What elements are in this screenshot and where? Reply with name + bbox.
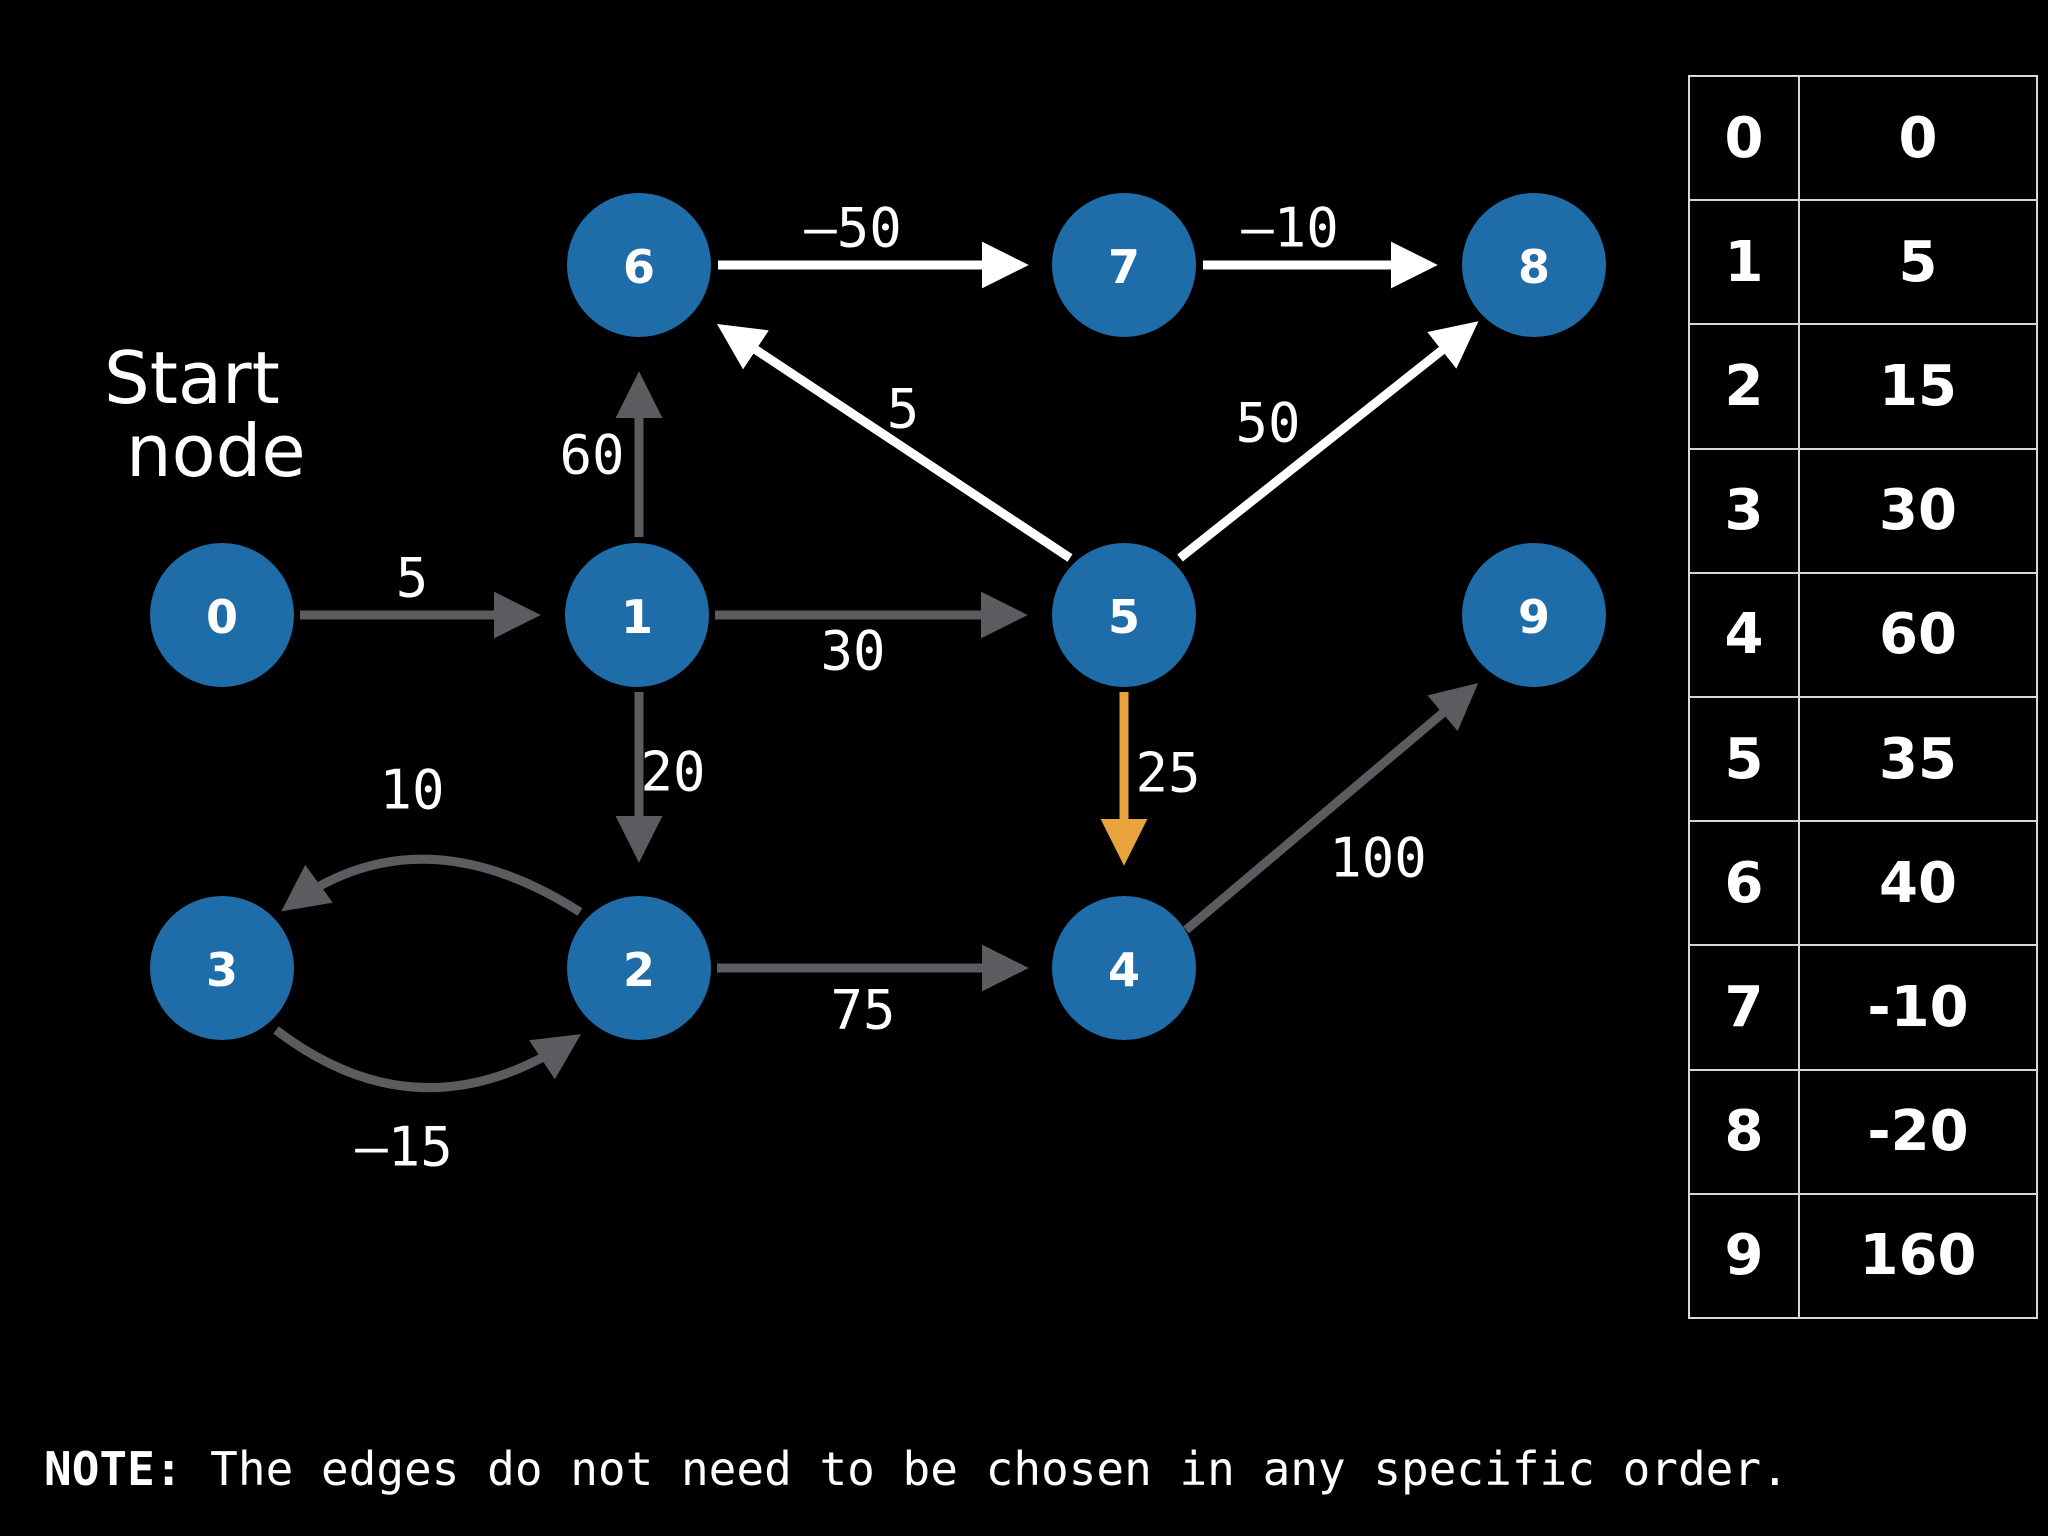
- edge-label-1-6: 60: [559, 424, 624, 487]
- node-0[interactable]: 0: [150, 543, 294, 687]
- node-9-circle[interactable]: [1462, 543, 1606, 687]
- table-cell-dist-5: 35: [1798, 695, 2038, 823]
- table-cell-dist-1: 5: [1798, 199, 2038, 326]
- node-7-label: 7: [1108, 240, 1140, 294]
- edge-label-0-1: 5: [396, 547, 429, 610]
- table-cell-dist-2: 15: [1798, 323, 2038, 450]
- node-2-label: 2: [623, 943, 655, 997]
- table-row: 8 -20: [1688, 1068, 2038, 1195]
- nodes-layer: 0 1 2 3 4 5 6: [150, 193, 1606, 1040]
- edge-label-4-9: 100: [1329, 827, 1427, 890]
- table-row: 9 160: [1688, 1192, 2038, 1319]
- edge-5-8: [1177, 321, 1479, 562]
- node-8[interactable]: 8: [1462, 193, 1606, 337]
- node-4-label: 4: [1108, 943, 1140, 997]
- node-9-label: 9: [1518, 590, 1550, 644]
- footer-note-text: The edges do not need to be chosen in an…: [182, 1442, 1789, 1496]
- node-6-label: 6: [623, 240, 655, 294]
- table-row: 2 15: [1688, 323, 2038, 450]
- table-cell-node-7: 7: [1688, 944, 1800, 1071]
- node-2-circle[interactable]: [567, 896, 711, 1040]
- footer-note-prefix: NOTE:: [44, 1442, 183, 1496]
- table-row: 7 -10: [1688, 944, 2038, 1071]
- table-cell-dist-6: 40: [1798, 820, 2038, 947]
- start-node-line2: node: [126, 409, 306, 494]
- table-cell-dist-8: -20: [1798, 1068, 2038, 1195]
- distance-table: 0 0 1 5 2 15 3 30 4 60 5 35: [1688, 74, 2038, 1319]
- edge-label-2-3: 10: [379, 759, 444, 822]
- table-row: 0 0: [1688, 74, 2038, 202]
- node-3-circle[interactable]: [150, 896, 294, 1040]
- footer-note: NOTE: The edges do not need to be chosen…: [44, 1442, 1789, 1496]
- node-1[interactable]: 1: [565, 543, 709, 687]
- table-cell-node-0: 0: [1688, 74, 1800, 202]
- node-0-label: 0: [206, 590, 238, 644]
- node-8-circle[interactable]: [1462, 193, 1606, 337]
- edge-label-5-6: 5: [887, 378, 920, 441]
- table-cell-node-3: 3: [1688, 447, 1800, 574]
- table-cell-node-4: 4: [1688, 571, 1800, 698]
- node-3-label: 3: [206, 943, 238, 997]
- node-7-circle[interactable]: [1052, 193, 1196, 337]
- node-4-circle[interactable]: [1052, 896, 1196, 1040]
- edge-label-5-8: 50: [1235, 392, 1300, 455]
- node-1-circle[interactable]: [565, 543, 709, 687]
- node-3[interactable]: 3: [150, 896, 294, 1040]
- table-cell-dist-7: -10: [1798, 944, 2038, 1071]
- node-8-label: 8: [1518, 240, 1550, 294]
- node-5-label: 5: [1108, 590, 1140, 644]
- edge-5-6: [716, 324, 1073, 562]
- table-cell-node-1: 1: [1688, 199, 1800, 326]
- table-row: 5 35: [1688, 695, 2038, 823]
- node-5[interactable]: 5: [1052, 543, 1196, 687]
- table-cell-dist-4: 60: [1798, 571, 2038, 698]
- node-0-circle[interactable]: [150, 543, 294, 687]
- start-node-line1: Start: [104, 336, 280, 420]
- edge-label-7-8: –10: [1241, 197, 1339, 260]
- edge-label-2-4: 75: [830, 979, 895, 1042]
- node-5-circle[interactable]: [1052, 543, 1196, 687]
- node-9[interactable]: 9: [1462, 543, 1606, 687]
- table-cell-dist-9: 160: [1798, 1192, 2038, 1319]
- table-cell-node-8: 8: [1688, 1068, 1800, 1195]
- table-row: 6 40: [1688, 820, 2038, 947]
- edge-3-2: [273, 1026, 582, 1093]
- edges-layer: [273, 241, 1479, 1093]
- node-2[interactable]: 2: [567, 896, 711, 1040]
- node-6[interactable]: 6: [567, 193, 711, 337]
- node-4[interactable]: 4: [1052, 896, 1196, 1040]
- node-1-label: 1: [621, 590, 653, 644]
- table-cell-dist-3: 30: [1798, 447, 2038, 574]
- node-6-circle[interactable]: [567, 193, 711, 337]
- edge-label-5-4: 25: [1135, 742, 1200, 805]
- table-cell-dist-0: 0: [1798, 74, 2038, 202]
- table-row: 3 30: [1688, 447, 2038, 574]
- table-cell-node-6: 6: [1688, 820, 1800, 947]
- edge-4-9: [1183, 683, 1479, 934]
- table-cell-node-2: 2: [1688, 323, 1800, 450]
- table-cell-node-9: 9: [1688, 1192, 1800, 1319]
- node-7[interactable]: 7: [1052, 193, 1196, 337]
- table-cell-node-5: 5: [1688, 695, 1800, 823]
- edge-label-3-2: –15: [355, 1116, 453, 1179]
- edge-label-6-7: –50: [804, 197, 902, 260]
- edge-labels-layer: 5 60 30 20 10 –15 75 100 –50 –10 5 50 25: [355, 197, 1427, 1179]
- table-row: 1 5: [1688, 199, 2038, 326]
- edge-label-1-2: 20: [640, 741, 705, 804]
- edge-2-3: [281, 854, 583, 916]
- table-row: 4 60: [1688, 571, 2038, 698]
- edge-label-1-5: 30: [820, 620, 885, 683]
